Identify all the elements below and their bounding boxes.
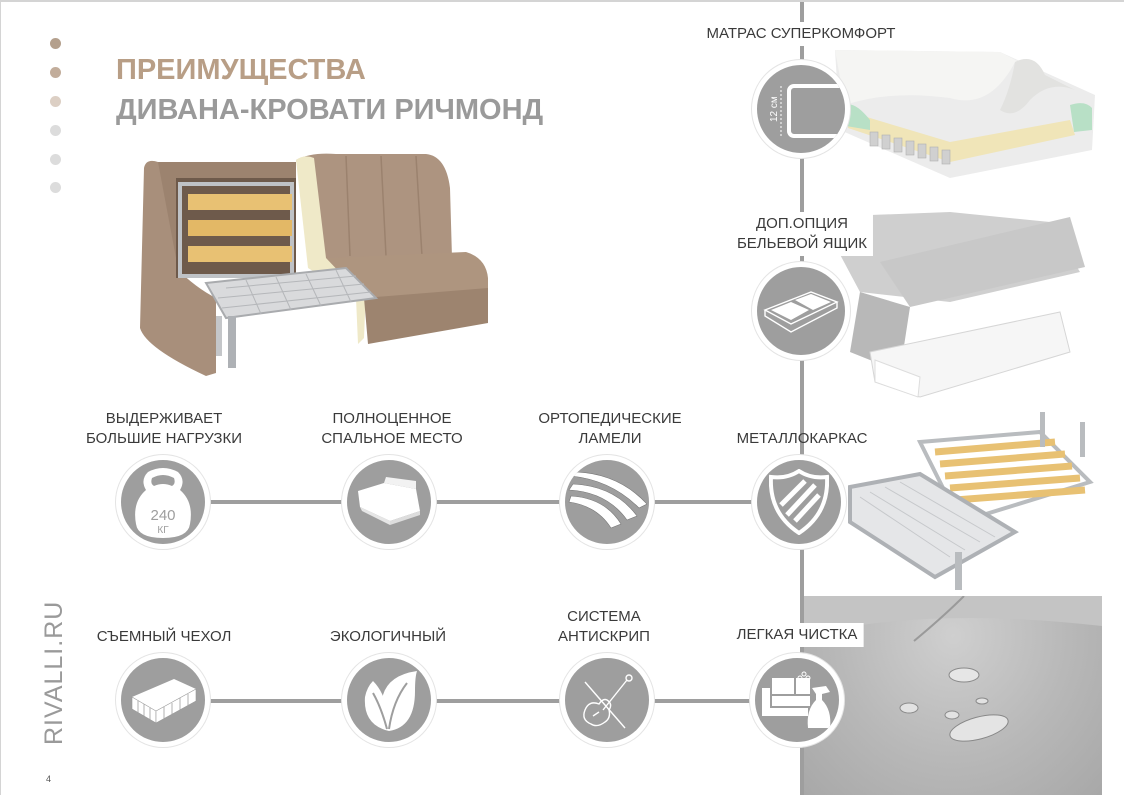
svg-text:240: 240 (150, 507, 175, 524)
svg-text:КГ: КГ (157, 525, 169, 536)
label-line: ДОП.ОПЦИЯ (756, 215, 848, 232)
label-line: ЛАМЕЛИ (578, 430, 642, 447)
connector-line (436, 699, 566, 703)
shield-icon (769, 469, 829, 535)
nav-dot[interactable] (50, 182, 61, 193)
label-line: БЕЛЬЕВОЙ ЯЩИК (736, 235, 868, 252)
leaf-icon-circle (342, 653, 436, 747)
svg-text:12 см: 12 см (769, 96, 780, 122)
bed-icon-circle (342, 455, 436, 549)
shield-icon-circle (752, 455, 846, 549)
feature-label-easy-cleaning: ЛЕГКАЯ ЧИСТКА (730, 623, 864, 647)
mattress-cover-icon-circle (116, 653, 210, 747)
nav-dot[interactable] (50, 96, 61, 107)
slats-icon-circle (560, 455, 654, 549)
feature-label-eco: ЭКОЛОГИЧНЫЙ (330, 627, 446, 647)
storage-box-icon (763, 291, 839, 333)
label-line: ЭКОЛОГИЧНЫЙ (329, 628, 447, 645)
connector-line (650, 500, 760, 504)
label-line: СПАЛЬНОЕ МЕСТО (321, 430, 463, 447)
sofa-spray-icon (762, 671, 831, 728)
anti-squeak-icon-circle (560, 653, 654, 747)
no-violin-icon (583, 674, 633, 729)
metal-frame-image (840, 412, 1100, 592)
feature-label-load: ВЫДЕРЖИВАЕТ БОЛЬШИЕ НАГРУЗКИ (86, 409, 242, 449)
label-line: ЛЕГКАЯ ЧИСТКА (736, 626, 858, 643)
title-line-1: ПРЕИМУЩЕСТВА (116, 54, 366, 86)
label-line: ПОЛНОЦЕННОЕ (332, 410, 452, 427)
label-line: СЪЕМНЫЙ ЧЕХОЛ (96, 628, 232, 645)
nav-dot[interactable] (50, 38, 61, 49)
nav-dot[interactable] (50, 125, 61, 136)
storage-option-label: ДОП.ОПЦИЯ БЕЛЬЕВОЙ ЯЩИК (730, 212, 874, 256)
label-line: ВЫДЕРЖИВАЕТ (105, 410, 223, 427)
label-line: СИСТЕМА (567, 608, 641, 625)
brand-website[interactable]: RIVALLI.RU (40, 600, 68, 745)
mattress-thickness-icon: 12 см (769, 84, 841, 138)
connector-line (436, 500, 566, 504)
feature-label-sleeping-place: ПОЛНОЦЕННОЕ СПАЛЬНОЕ МЕСТО (321, 409, 462, 449)
mattress-thickness-icon-circle: 12 см (752, 60, 850, 158)
title-line-2: ДИВАНА-КРОВАТИ РИЧМОНД (116, 94, 544, 126)
kettlebell-icon-circle: 240 КГ (116, 455, 210, 549)
page-number: 4 (46, 774, 52, 784)
page-title: ПРЕИМУЩЕСТВА ДИВАНА-КРОВАТИ РИЧМОНД (116, 50, 543, 130)
sofa-spray-icon-circle (750, 653, 844, 747)
connector-line (210, 500, 350, 504)
sofa-cutaway-image (136, 148, 496, 378)
label-line: БОЛЬШИЕ НАГРУЗКИ (86, 430, 242, 447)
label-line: АНТИСКРИП (558, 628, 650, 645)
feature-label-anti-squeak: СИСТЕМА АНТИСКРИП (558, 607, 650, 647)
label-line: МАТРАС СУПЕРКОМФОРТ (706, 25, 896, 42)
feature-label-metal-frame: МЕТАЛЛОКАРКАС (737, 429, 868, 449)
leaf-icon (364, 671, 417, 731)
mattress-label: МАТРАС СУПЕРКОМФОРТ (700, 22, 902, 46)
storage-box-icon-circle (752, 262, 850, 360)
connector-line (650, 699, 760, 703)
nav-dot[interactable] (50, 67, 61, 78)
timeline-vertical-line (800, 2, 804, 795)
feature-label-removable-cover: СЪЕМНЫЙ ЧЕХОЛ (97, 627, 232, 647)
kettlebell-icon: 240 КГ (135, 468, 191, 538)
bed-icon (358, 477, 420, 525)
label-line: ОРТОПЕДИЧЕСКИЕ (538, 410, 682, 427)
mattress-image (830, 50, 1100, 180)
slats-icon (568, 472, 647, 529)
nav-dot[interactable] (50, 154, 61, 165)
mattress-cover-icon (131, 679, 197, 724)
storage-drawer-image (800, 212, 1090, 412)
connector-line (210, 699, 350, 703)
label-line: МЕТАЛЛОКАРКАС (736, 430, 868, 447)
feature-label-slats: ОРТОПЕДИЧЕСКИЕ ЛАМЕЛИ (538, 409, 681, 449)
